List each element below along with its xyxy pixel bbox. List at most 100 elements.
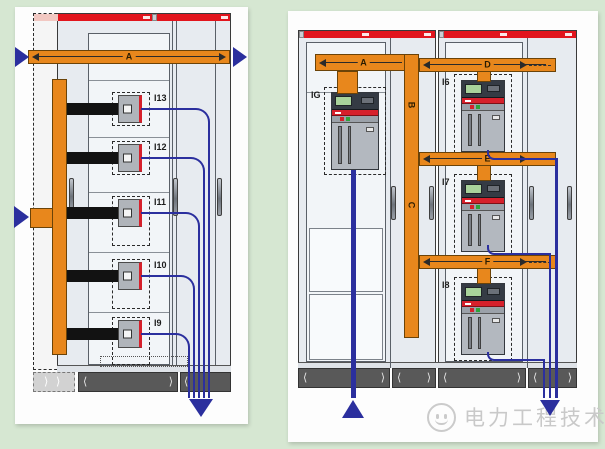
breaker-front-panel	[462, 284, 504, 301]
feeder-cable	[141, 108, 210, 398]
feeder-label: I9	[154, 318, 162, 328]
on-button-icon	[476, 308, 480, 312]
plinth-mark: ⟨	[184, 376, 189, 388]
arrow-right-icon	[520, 258, 527, 266]
bottom-dotted-box	[100, 356, 188, 367]
feeder-busbar-black	[66, 207, 119, 219]
cabinet-door-edge	[390, 38, 391, 368]
flow-arrow-icon	[15, 47, 29, 67]
breaker-control-row	[462, 104, 504, 111]
door-handle	[567, 186, 572, 220]
on-button-icon	[476, 205, 480, 209]
feeder-cable-i8	[542, 359, 545, 398]
stripe-mark	[335, 112, 341, 114]
busbar-branch-d: D	[419, 58, 556, 72]
feeder-cable-i6	[487, 150, 557, 160]
breaker-control-row	[462, 204, 504, 211]
breaker-toggle-slot	[123, 208, 132, 218]
plinth-mark: ⟨	[397, 372, 402, 384]
cabinet-base-band	[57, 365, 231, 372]
smiley-eye	[444, 413, 447, 419]
feeder-breaker	[118, 95, 142, 123]
keypad	[361, 97, 374, 104]
door-panel	[309, 294, 383, 360]
feeder-cable	[141, 157, 205, 398]
brand-mark	[143, 16, 150, 19]
stripe-mark	[465, 303, 471, 305]
feeder-cable-i6	[555, 158, 558, 398]
feeder-cable	[141, 333, 190, 398]
breaker-body	[462, 211, 504, 249]
plinth-mark: ⟩	[44, 376, 49, 388]
rating-tag	[492, 318, 500, 323]
rail	[468, 317, 472, 349]
busbar-riser-bc	[404, 54, 419, 338]
strip-divider-mark	[152, 14, 157, 21]
arrow-left-icon	[32, 53, 39, 61]
strip-divider-mark	[439, 31, 444, 38]
door-handle	[529, 186, 534, 220]
watermark: 电力工程技术	[427, 402, 605, 432]
breaker-toggle-slot	[123, 329, 132, 339]
busbar-label: D	[481, 59, 494, 70]
busbar-stub-i8	[477, 268, 491, 284]
plinth-mark: ⟨	[303, 372, 308, 384]
dotted-line	[529, 262, 551, 263]
off-button-icon	[470, 105, 474, 109]
breaker-label: I7	[442, 177, 450, 187]
breaker-toggle-slot	[123, 271, 132, 281]
feeder-cable	[141, 212, 200, 398]
keypad	[487, 85, 500, 92]
cabinet-door-edge	[215, 21, 216, 365]
arrow-right-icon	[520, 61, 527, 69]
busbar-branch-f: F	[419, 255, 556, 269]
breaker-control-row	[462, 307, 504, 314]
door-handle	[391, 186, 396, 220]
shelf-line	[89, 192, 169, 193]
cabinet-base-band	[298, 362, 577, 368]
brand-mark	[424, 33, 431, 36]
incomer-cable	[351, 170, 356, 398]
strip-divider-mark	[299, 31, 304, 38]
dotted-line	[529, 65, 551, 66]
breaker-body	[462, 111, 504, 149]
breaker-toggle-slot	[123, 104, 132, 114]
plinth-segment: ⟨ ⟩	[528, 368, 577, 388]
plinth-segment-light: ⟩ ⟩	[33, 372, 75, 392]
smiley-mouth	[435, 419, 448, 425]
stripe-mark	[465, 100, 471, 102]
breaker-red-stripe	[462, 198, 504, 204]
cabinet-door-edge	[527, 38, 528, 368]
rail	[468, 114, 472, 146]
plinth-mark: ⟨	[533, 372, 538, 384]
plinth-mark: ⟩	[426, 372, 431, 384]
shelf-line	[89, 137, 169, 138]
plinth-segment: ⟨ ⟩	[438, 368, 526, 388]
busbar-a-right: A	[315, 54, 412, 71]
vertical-busbar-left	[52, 79, 67, 355]
smiley-eye	[436, 413, 439, 419]
feeder-busbar-black	[66, 328, 119, 340]
shelf-line	[89, 252, 169, 253]
arrow-right-icon	[219, 53, 226, 61]
lcd-display	[465, 84, 482, 94]
plinth-mark: ⟩	[380, 372, 385, 384]
door-handle	[429, 186, 434, 220]
breaker-toggle-slot	[123, 153, 132, 163]
rail	[478, 214, 481, 246]
brand-mark	[500, 33, 507, 36]
feeder-breaker-i8	[461, 283, 505, 355]
breaker-label: I8	[442, 280, 450, 290]
feeder-label: I11	[154, 197, 167, 207]
feeder-cable-i7	[487, 245, 551, 255]
flow-arrow-icon	[233, 47, 247, 67]
busbar-label: A	[357, 57, 370, 68]
breaker-front-panel	[462, 181, 504, 198]
feeder-breaker	[118, 320, 142, 348]
door-panel	[309, 228, 383, 292]
rating-tag	[492, 115, 500, 120]
breaker-red-stripe	[462, 301, 504, 307]
rating-tag	[366, 127, 374, 132]
rail	[478, 114, 481, 146]
left-compartment-top-strip	[34, 14, 71, 21]
